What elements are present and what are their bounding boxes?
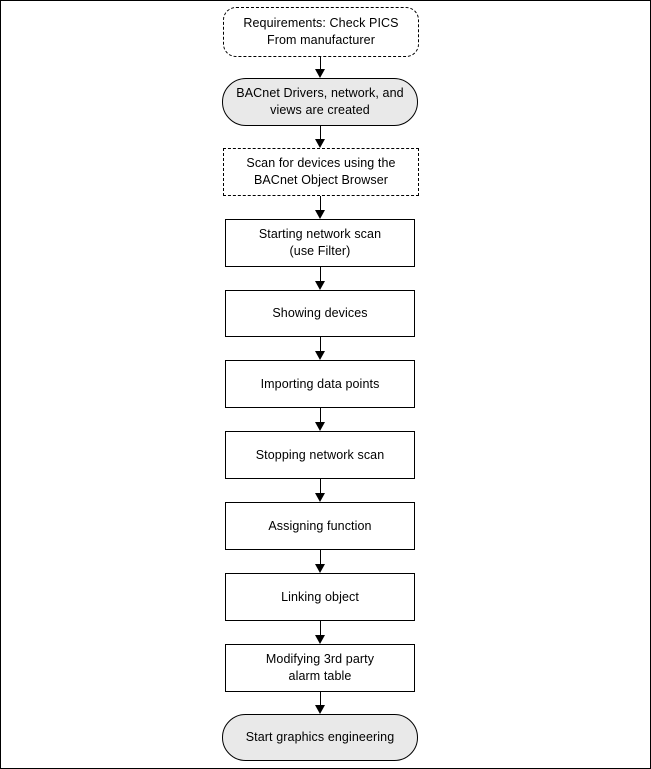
flowchart-node-starting-scan: Starting network scan (use Filter) bbox=[225, 219, 415, 267]
flowchart-node-requirements: Requirements: Check PICS From manufactur… bbox=[223, 7, 419, 57]
flowchart-arrow-7 bbox=[315, 479, 325, 502]
arrow-shaft bbox=[320, 550, 321, 565]
flowchart-arrow-6 bbox=[315, 408, 325, 431]
arrow-head-icon bbox=[315, 493, 325, 502]
flowchart-node-modifying-alarm-table: Modifying 3rd party alarm table bbox=[225, 644, 415, 692]
arrow-shaft bbox=[320, 126, 321, 140]
arrow-head-icon bbox=[315, 705, 325, 714]
arrow-head-icon bbox=[315, 351, 325, 360]
arrow-shaft bbox=[320, 267, 321, 282]
flowchart-arrow-8 bbox=[315, 550, 325, 573]
arrow-shaft bbox=[320, 408, 321, 423]
arrow-head-icon bbox=[315, 281, 325, 290]
arrow-head-icon bbox=[315, 139, 325, 148]
flowchart-node-linking-object: Linking object bbox=[225, 573, 415, 621]
flowchart-node-importing-points: Importing data points bbox=[225, 360, 415, 408]
arrow-shaft bbox=[320, 337, 321, 352]
arrow-shaft bbox=[320, 196, 321, 211]
flowchart-node-start-graphics: Start graphics engineering bbox=[222, 714, 418, 761]
flowchart-arrow-3 bbox=[315, 196, 325, 219]
flowchart-node-showing-devices: Showing devices bbox=[225, 290, 415, 337]
arrow-shaft bbox=[320, 57, 321, 70]
flowchart-arrow-2 bbox=[315, 126, 325, 148]
arrow-head-icon bbox=[315, 69, 325, 78]
arrow-shaft bbox=[320, 621, 321, 636]
flowchart-arrow-10 bbox=[315, 692, 325, 714]
arrow-head-icon bbox=[315, 210, 325, 219]
flowchart-arrow-5 bbox=[315, 337, 325, 360]
flowchart-arrow-1 bbox=[315, 57, 325, 78]
arrow-head-icon bbox=[315, 635, 325, 644]
flowchart-arrow-4 bbox=[315, 267, 325, 290]
flowchart-node-scan-devices: Scan for devices using the BACnet Object… bbox=[223, 148, 419, 196]
arrow-head-icon bbox=[315, 564, 325, 573]
arrow-shaft bbox=[320, 479, 321, 494]
flowchart-node-stopping-scan: Stopping network scan bbox=[225, 431, 415, 479]
arrow-shaft bbox=[320, 692, 321, 706]
flowchart-node-assigning-function: Assigning function bbox=[225, 502, 415, 550]
flowchart-arrow-9 bbox=[315, 621, 325, 644]
arrow-head-icon bbox=[315, 422, 325, 431]
flowchart-node-drivers-created: BACnet Drivers, network, and views are c… bbox=[222, 78, 418, 126]
